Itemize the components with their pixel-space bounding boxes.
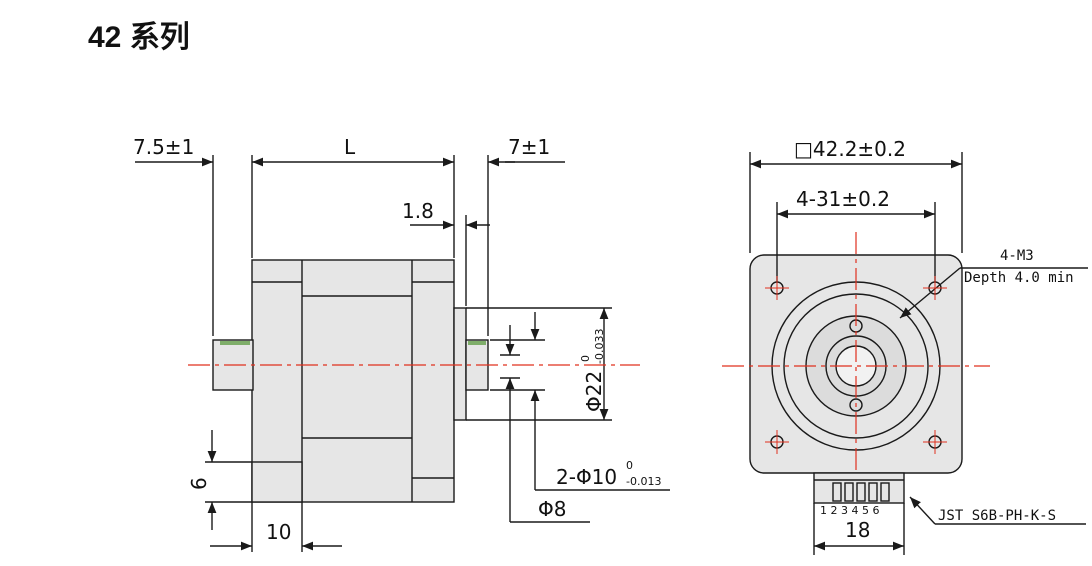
motor-flange — [251, 461, 303, 503]
dim-boss-dia-main: Φ22 — [582, 371, 606, 412]
dim-flat-label: Φ8 — [538, 497, 566, 521]
dim-length-label: L — [344, 135, 356, 159]
dim-shaft-dia-upper: 0 — [626, 459, 633, 472]
dim-shaft-dia: 2-Φ10 0 -0.013 — [556, 459, 661, 489]
dim-flange-thickness-label: 6 — [187, 477, 211, 490]
dim-front-shaft-label: 7.5±1 — [133, 135, 194, 159]
hole-crosshairs — [765, 276, 947, 454]
dim-shaft-dia-lower: -0.013 — [626, 475, 661, 488]
hole-note-line2: Depth 4.0 min — [964, 270, 1074, 286]
dim-boss-dia: Φ22 0 -0.033 — [579, 329, 606, 412]
connector-pins-label: 1 2 3 4 5 6 — [820, 504, 879, 517]
inner-hole-bottom — [849, 398, 863, 412]
front-view — [749, 152, 1088, 555]
connector-label: JST S6B-PH-K-S — [938, 508, 1056, 524]
dim-rear-shaft-label: 7±1 — [508, 135, 550, 159]
dim-connector-width-label: 18 — [845, 518, 870, 542]
dim-hole-spacing-label: 4-31±0.2 — [796, 187, 890, 211]
dim-boss-height-label: 1.8 — [402, 199, 434, 223]
dim-boss-dia-upper: 0 — [579, 355, 592, 362]
dim-boss-dia-lower: -0.033 — [593, 329, 606, 364]
page-title: 42 系列 — [88, 21, 190, 54]
dim-flange-width-label: 10 — [266, 520, 291, 544]
connector — [813, 472, 905, 504]
dim-shaft-dia-main: 2-Φ10 — [556, 465, 617, 489]
rear-boss — [453, 307, 467, 421]
hole-note-line1: 4-M3 — [1000, 248, 1034, 264]
dim-square-label: □42.2±0.2 — [794, 137, 906, 161]
side-view — [135, 155, 670, 552]
